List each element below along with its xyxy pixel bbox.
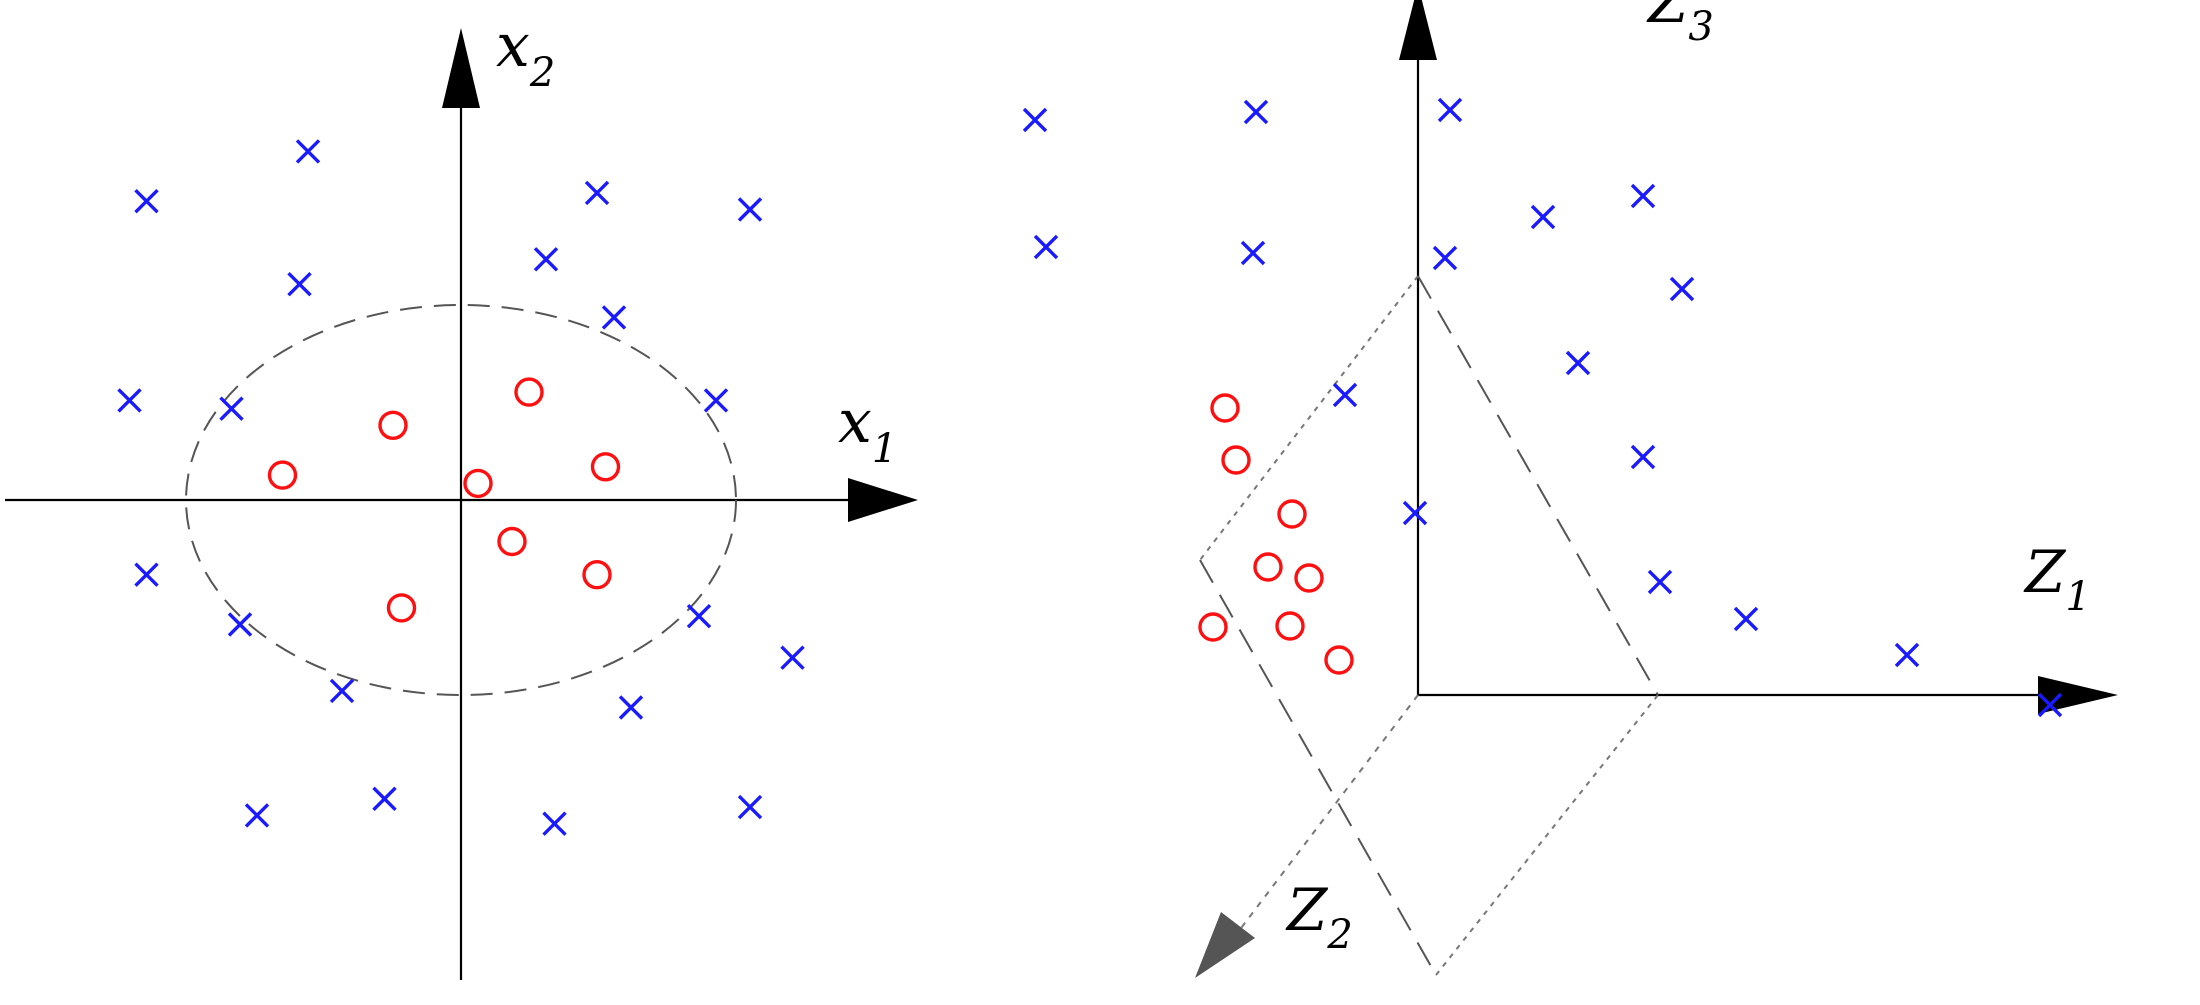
left-cross-point-1 — [295, 139, 321, 164]
x1-axis-arrowhead — [848, 478, 918, 522]
x2-axis-arrowhead — [442, 28, 480, 108]
left-crosses — [117, 139, 805, 836]
right-circle-point-0 — [1210, 393, 1240, 423]
left-cross-point-8 — [219, 396, 244, 421]
right-circle-point-1 — [1221, 445, 1251, 475]
z3-axis-label: Z3 — [1646, 0, 1714, 50]
left-circle-point-3 — [463, 468, 493, 499]
left-circles — [267, 377, 621, 623]
right-cross-point-8 — [1669, 276, 1695, 302]
left-cross-point-11 — [227, 612, 253, 637]
left-circle-point-2 — [267, 460, 298, 490]
separating-plane — [1199, 275, 1659, 976]
z2-axis-arrowhead — [1195, 912, 1255, 978]
right-circle-point-5 — [1198, 612, 1228, 642]
x2-axis-label: x2 — [496, 11, 555, 96]
right-cross-point-16 — [2037, 692, 2063, 718]
plane-edge-top — [1199, 275, 1419, 561]
left-panel: x1 x2 — [5, 11, 918, 980]
left-cross-point-10 — [134, 562, 159, 587]
left-cross-point-4 — [533, 247, 559, 272]
right-circles — [1198, 393, 1354, 675]
left-cross-point-9 — [703, 388, 729, 413]
left-circle-point-0 — [514, 377, 544, 407]
right-cross-point-3 — [1630, 183, 1656, 209]
right-circle-point-3 — [1253, 552, 1283, 582]
left-cross-point-17 — [372, 786, 397, 812]
right-circle-point-4 — [1294, 563, 1324, 593]
right-cross-point-15 — [1894, 642, 1920, 668]
right-cross-point-12 — [1402, 500, 1428, 526]
left-cross-point-15 — [618, 695, 644, 720]
right-cross-point-5 — [1240, 240, 1266, 266]
right-circle-point-7 — [1324, 645, 1354, 675]
left-cross-point-13 — [780, 645, 805, 670]
z3-axis-arrowhead — [1399, 0, 1437, 60]
left-cross-point-6 — [601, 305, 627, 330]
left-circle-point-6 — [582, 560, 612, 590]
left-cross-point-19 — [737, 794, 763, 820]
right-cross-point-13 — [1647, 569, 1673, 595]
z1-axis-arrowhead — [2038, 676, 2118, 714]
right-cross-point-10 — [1332, 382, 1358, 408]
right-cross-point-1 — [1243, 99, 1269, 125]
right-cross-point-2 — [1437, 97, 1463, 123]
left-cross-point-16 — [244, 803, 270, 828]
left-cross-point-18 — [542, 811, 567, 836]
right-cross-point-7 — [1530, 204, 1556, 230]
left-cross-point-0 — [134, 188, 159, 214]
x1-axis-label: x1 — [838, 387, 897, 472]
left-cross-point-2 — [584, 180, 610, 206]
left-cross-point-12 — [686, 603, 712, 629]
plane-edge-bottom — [1435, 694, 1659, 976]
left-circle-point-1 — [378, 410, 408, 440]
left-cross-point-7 — [117, 388, 142, 413]
right-cross-point-11 — [1630, 444, 1656, 470]
left-circle-point-4 — [590, 452, 621, 482]
left-circle-point-7 — [386, 593, 417, 623]
left-cross-point-5 — [287, 271, 312, 297]
right-cross-point-0 — [1022, 107, 1048, 133]
left-circle-point-5 — [497, 526, 527, 557]
right-panel: Z1 Z2 Z3 — [1022, 0, 2118, 978]
right-crosses — [1022, 97, 2063, 718]
left-cross-point-14 — [329, 678, 355, 704]
right-circle-point-6 — [1275, 611, 1305, 641]
decision-boundary-ellipse — [185, 304, 737, 696]
plane-edge-right — [1417, 275, 1659, 696]
z1-axis-label: Z1 — [2023, 538, 2091, 620]
right-cross-point-6 — [1432, 245, 1458, 271]
right-circle-point-2 — [1277, 499, 1307, 529]
right-cross-point-4 — [1033, 234, 1059, 260]
right-cross-point-14 — [1733, 606, 1759, 632]
z2-axis-label: Z2 — [1285, 876, 1353, 958]
right-cross-point-9 — [1565, 350, 1591, 376]
left-cross-point-3 — [737, 197, 763, 222]
